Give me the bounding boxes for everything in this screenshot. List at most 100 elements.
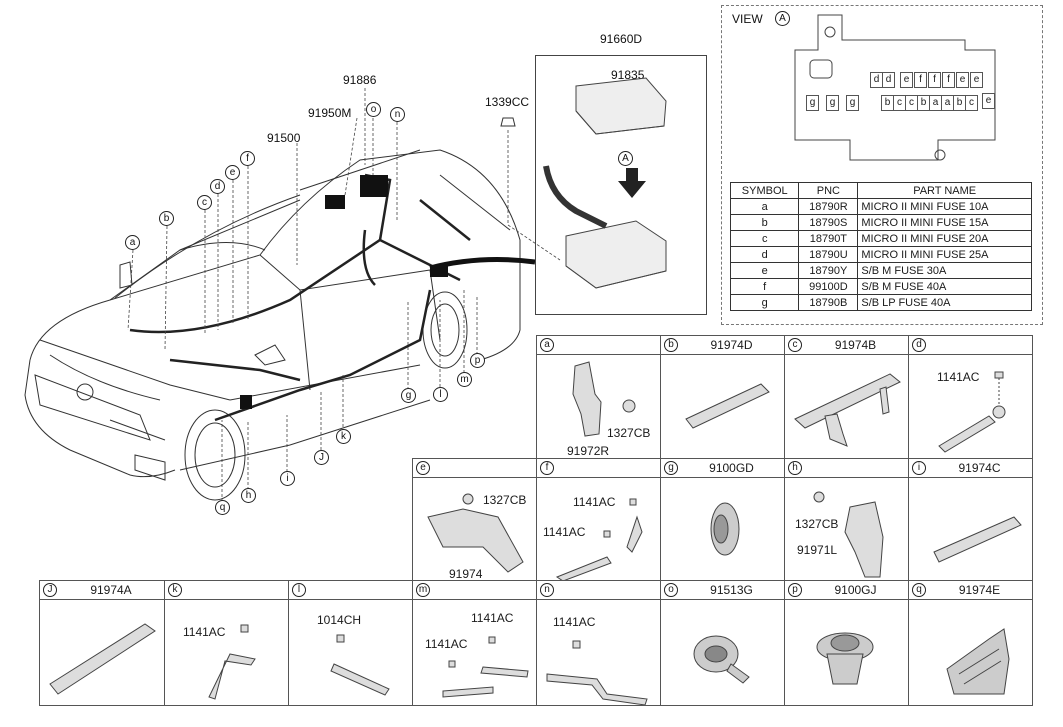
- cell-sub-label: 1327CB: [483, 493, 527, 507]
- part-cell-J: J 91974A: [39, 580, 165, 706]
- callout-q: q: [215, 500, 230, 515]
- cell-letter: e: [416, 461, 430, 475]
- cell-part-number: 91974E: [958, 583, 1001, 597]
- cell-letter: n: [540, 583, 554, 597]
- protector-91974E-drawing: [946, 628, 1010, 695]
- cell-sub-label: 1327CB: [607, 426, 651, 440]
- part-label-91660D: 91660D: [600, 32, 643, 46]
- part-cell-n: n 1141AC: [536, 580, 661, 706]
- cell-sub-label: 91974: [449, 567, 483, 581]
- protector-91974D-drawing: [685, 383, 770, 429]
- symbol-cell: f: [729, 278, 800, 295]
- protector-91974C-drawing: [933, 516, 1022, 563]
- ground-cables-drawing: [555, 498, 643, 580]
- pnc-cell: 18790U: [798, 246, 859, 263]
- cell-letter: m: [416, 583, 430, 597]
- view-title-letter: A: [775, 11, 790, 26]
- ground-bolt-drawing: [938, 371, 1006, 453]
- cell-letter: f: [540, 461, 554, 475]
- table-header-row: SYMBOL PNC PART NAME: [729, 182, 1032, 199]
- callout-f: f: [240, 151, 255, 166]
- callout-k: k: [336, 429, 351, 444]
- callout-i: i: [280, 471, 295, 486]
- callout-a: a: [125, 235, 140, 250]
- grommet-91513G-drawing: [693, 635, 750, 684]
- cell-part-number: 91974B: [834, 338, 877, 352]
- part-name-cell: MICRO II MINI FUSE 25A: [857, 246, 1032, 263]
- part-label-91950M: 91950M: [308, 106, 352, 120]
- ground-cables-drawing: [442, 636, 529, 698]
- cell-sub-label: 1141AC: [471, 611, 514, 625]
- callout-n: n: [390, 107, 405, 122]
- callout-p: p: [470, 353, 485, 368]
- fuse-slot: e: [900, 72, 913, 88]
- cell-sub-label: 1141AC: [183, 625, 226, 639]
- part-name-cell: S/B M FUSE 30A: [857, 262, 1032, 279]
- fuse-box-drawing: [543, 77, 667, 289]
- cell-sub-label: 1141AC: [573, 495, 616, 509]
- callout-g: g: [401, 388, 416, 403]
- bracket-91972R-drawing: [572, 361, 636, 437]
- pnc-cell: 99100D: [798, 278, 859, 295]
- cell-letter: b: [664, 338, 678, 352]
- cell-letter: p: [788, 583, 802, 597]
- callout-m: m: [457, 372, 472, 387]
- fuse-slot: g: [846, 95, 859, 111]
- grommet-9100GJ-drawing: [816, 632, 874, 685]
- cell-letter: k: [168, 583, 182, 597]
- bracket-91971L-drawing: [813, 491, 884, 578]
- protector-91974A-drawing: [49, 623, 156, 695]
- callout-J: J: [314, 450, 329, 465]
- part-label-1339CC: 1339CC: [485, 95, 530, 109]
- pnc-cell: 18790T: [798, 230, 859, 247]
- header-part-name: PART NAME: [857, 182, 1032, 199]
- callout-e: e: [225, 165, 240, 180]
- part-cell-c: c 91974B: [784, 335, 909, 459]
- fuse-slot: g: [826, 95, 839, 111]
- view-title: VIEW: [732, 12, 763, 26]
- cell-sub-label: 1141AC: [425, 637, 468, 651]
- cell-sub-label: 91972R: [567, 444, 610, 458]
- symbol-cell: g: [729, 294, 800, 311]
- fuse-slot: e: [982, 93, 995, 109]
- pnc-cell: 18790R: [798, 198, 859, 215]
- cell-letter: g: [664, 461, 678, 475]
- fuse-slot: d: [882, 72, 895, 88]
- part-cell-m: m 1141AC 1141AC: [412, 580, 537, 706]
- cell-letter: c: [788, 338, 802, 352]
- callout-l: l: [433, 387, 448, 402]
- ground-cable-drawing: [330, 634, 390, 696]
- fuse-slot: f: [928, 72, 941, 88]
- cell-letter: h: [788, 461, 802, 475]
- callout-o: o: [366, 102, 381, 117]
- cell-letter: i: [912, 461, 926, 475]
- cell-part-number: 91974C: [958, 461, 1001, 475]
- cell-sub-label: 1327CB: [795, 517, 839, 531]
- part-cell-d: d 1141AC: [908, 335, 1033, 459]
- cell-letter: J: [43, 583, 57, 597]
- protector-91974B-drawing: [794, 373, 901, 447]
- fuse-slot: c: [965, 95, 978, 111]
- cell-part-number: 91974A: [90, 583, 132, 597]
- part-cell-h: h 1327CB 91971L: [784, 458, 909, 581]
- cell-letter: d: [912, 338, 926, 352]
- part-name-cell: MICRO II MINI FUSE 20A: [857, 230, 1032, 247]
- callout-b: b: [159, 211, 174, 226]
- part-label-91835: 91835: [611, 68, 645, 82]
- grommet-9100GD-drawing: [710, 502, 740, 556]
- callout-c: c: [197, 195, 212, 210]
- pnc-cell: 18790Y: [798, 262, 859, 279]
- fuse-slot: e: [956, 72, 969, 88]
- pnc-cell: 18790B: [798, 294, 859, 311]
- view-a-panel: [721, 5, 1043, 325]
- fuse-slot: f: [942, 72, 955, 88]
